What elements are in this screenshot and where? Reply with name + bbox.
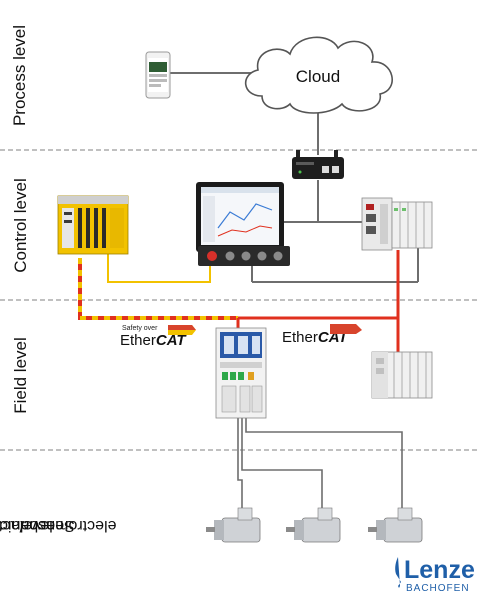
brand-name: Lenze: [404, 556, 475, 584]
hmi-panel-icon: [196, 182, 290, 266]
safety-over-ethercat-line: [78, 258, 240, 332]
level-label-control: Control level: [10, 177, 30, 273]
lenze-logo: Lenze BACHOFEN: [395, 556, 475, 594]
ethercat-line: [238, 250, 400, 358]
servo-motor-icon-1: [206, 507, 261, 543]
smartphone-icon: [145, 51, 171, 99]
servo-motor-icon-2: [286, 507, 341, 543]
level-label-sensor: Sensor/actuator level electromechanics: [0, 450, 116, 600]
svg-text:EtherCAT: EtherCAT: [120, 332, 187, 349]
gateway-router-icon: [292, 150, 344, 179]
safety-ethercat-ether: Ether: [120, 332, 156, 349]
servo-motor-icon-3: [368, 507, 423, 543]
motor-cables: [237, 418, 403, 520]
ethercat-logo: EtherCAT: [282, 324, 362, 346]
level-label-sensor-line3: electromechanics: [0, 517, 117, 534]
safety-controller-icon: [57, 195, 129, 255]
safety-ethercat-cat: CAT: [156, 332, 188, 349]
safety-over-ethercat-logo: Safety over EtherCAT: [120, 325, 196, 349]
controller-io-icon: [361, 197, 433, 251]
ethernet-links: [168, 72, 419, 283]
cloud-shape: Cloud: [244, 36, 393, 114]
remote-io-icon: [371, 351, 433, 399]
servo-drive-icon: [215, 327, 267, 419]
cloud-label: Cloud: [296, 67, 340, 86]
safety-over-label: Safety over: [122, 325, 158, 332]
safety-line-control: [107, 252, 211, 283]
level-label-field: Field level: [10, 336, 30, 414]
level-label-process: Process level: [10, 24, 30, 126]
brand-sub: BACHOFEN: [406, 583, 470, 594]
ethercat-ether: Ether: [282, 329, 318, 346]
